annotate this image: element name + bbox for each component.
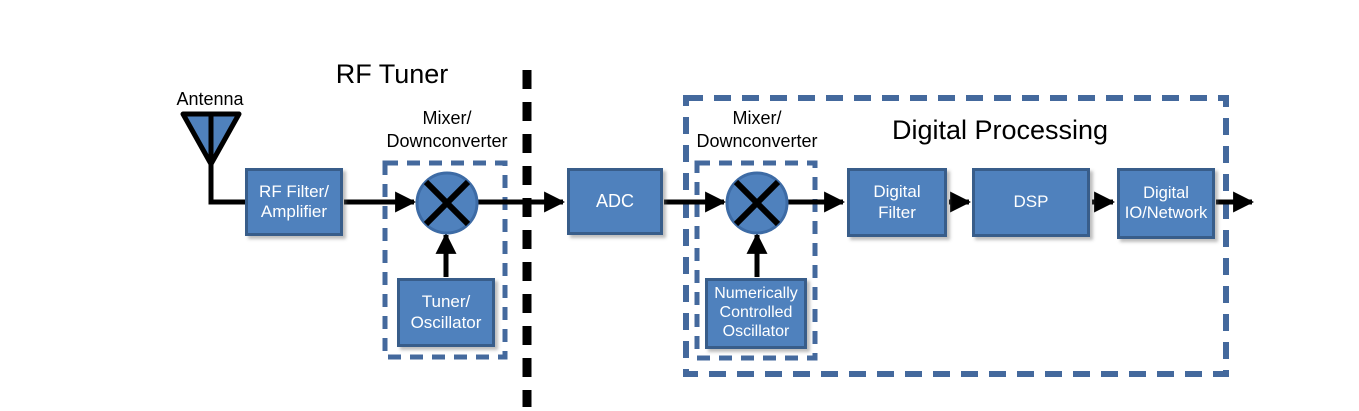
antenna-label: Antenna	[176, 89, 244, 109]
mixer1-label: Mixer/ Downconverter	[386, 108, 508, 151]
nco-block: Numerically Controlled Oscillator	[705, 278, 807, 349]
dsp-block: DSP	[972, 168, 1090, 237]
tuner-oscillator-block: Tuner/ Oscillator	[397, 278, 495, 347]
mixer1-icon	[415, 171, 479, 235]
digital-processing-section-title: Digital Processing	[891, 115, 1109, 145]
digital-processing-group-border	[683, 95, 1229, 377]
antenna-icon	[180, 111, 246, 205]
digital-io-network-block: Digital IO/Network	[1117, 168, 1215, 239]
mixer1-group-border	[382, 160, 508, 360]
mixer2-group-border	[694, 160, 818, 361]
rf-tuner-section-title: RF Tuner	[335, 59, 449, 89]
adc-block: ADC	[567, 168, 663, 235]
mixer2-label: Mixer/ Downconverter	[696, 108, 818, 151]
mixer2-icon	[725, 171, 789, 235]
rf-filter-amplifier-block: RF Filter/ Amplifier	[245, 168, 343, 236]
digital-filter-block: Digital Filter	[847, 168, 947, 237]
